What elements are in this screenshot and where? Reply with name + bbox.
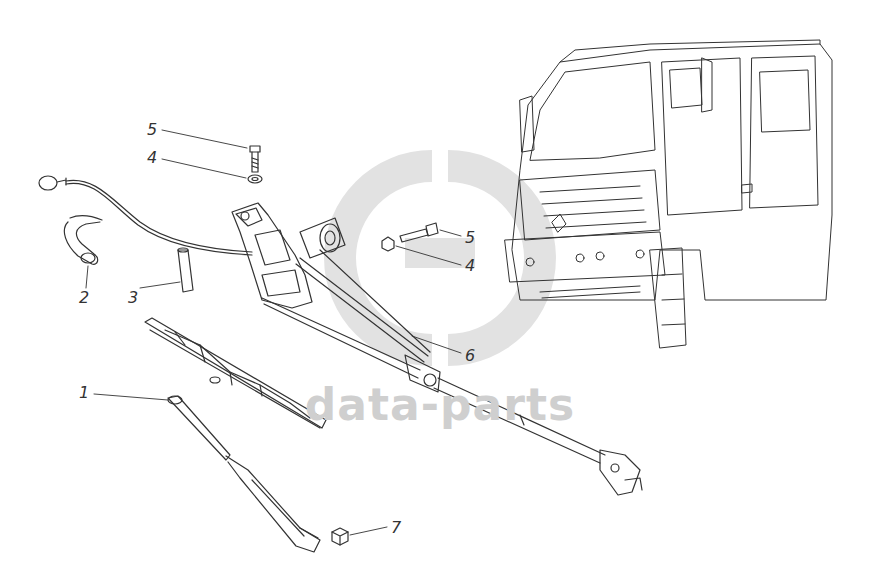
callout-number: 6 <box>465 348 475 364</box>
callout-number: 5 <box>147 122 157 138</box>
wiper-arm <box>168 396 320 552</box>
cable-clip <box>64 216 102 264</box>
wiper-linkage <box>262 250 642 495</box>
callout-number: 7 <box>391 520 401 536</box>
nut <box>248 175 262 183</box>
callout-number: 5 <box>465 230 475 246</box>
callout-number: 4 <box>147 150 157 166</box>
callout-number: 4 <box>465 258 475 274</box>
wiring-cable <box>39 176 252 255</box>
wiper-motor-bracket <box>232 203 345 308</box>
truck-cab <box>505 40 832 348</box>
bolt <box>400 223 438 242</box>
callout-number: 1 <box>79 385 89 401</box>
watermark-logo <box>324 150 556 366</box>
watermark: data-parts <box>305 383 575 427</box>
nut <box>332 528 348 545</box>
leader-lines <box>86 130 461 535</box>
wiper-blade <box>145 318 326 428</box>
callout-number: 2 <box>79 290 89 306</box>
nut <box>382 237 394 251</box>
cable-sleeve <box>178 248 193 292</box>
bolt <box>250 146 260 172</box>
callout-number: 3 <box>128 290 138 306</box>
